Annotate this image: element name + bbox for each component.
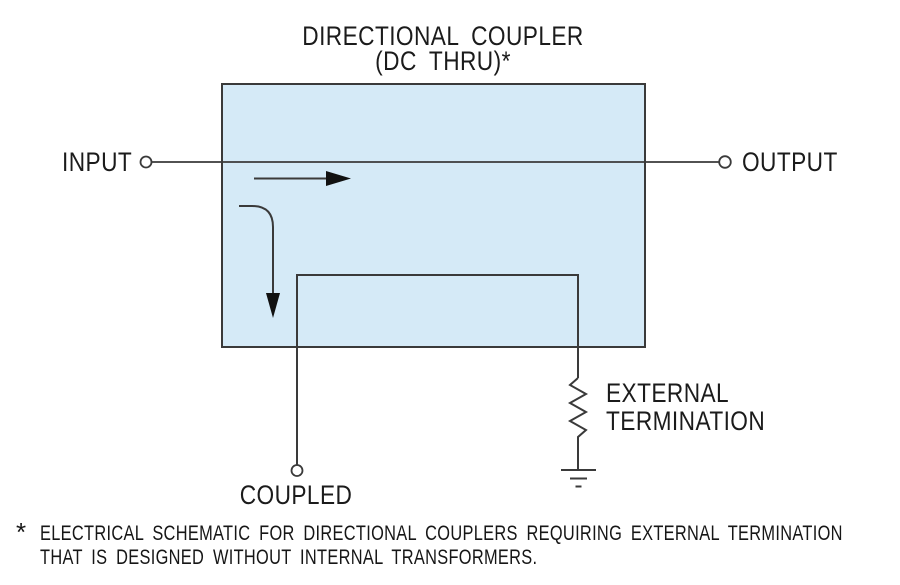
footnote-asterisk: *	[16, 517, 27, 547]
coupled-label-text: COUPLED	[239, 480, 353, 510]
diagram-title: DIRECTIONAL COUPLER (DC THRU)*	[133, 21, 753, 76]
footnote-line2: THAT IS DESIGNED WITHOUT INTERNAL TRANSF…	[40, 545, 538, 569]
external-termination-label-line1: EXTERNAL	[606, 378, 730, 408]
input-label-text: INPUT	[62, 147, 133, 177]
input-label: INPUT	[62, 149, 146, 176]
coupled-terminal-icon	[290, 464, 304, 477]
output-label-text: OUTPUT	[742, 147, 838, 177]
ground-icon	[561, 469, 596, 488]
coupled-line	[296, 274, 579, 465]
footnote-lines: ELECTRICAL SCHEMATIC FOR DIRECTIONAL COU…	[40, 522, 843, 569]
input-terminal-icon	[139, 155, 153, 169]
output-terminal-icon	[718, 155, 732, 169]
coupled-label: COUPLED	[146, 482, 446, 509]
right-arrow-icon	[254, 171, 351, 186]
footnote: * ELECTRICAL SCHEMATIC FOR DIRECTIONAL C…	[16, 517, 900, 569]
resistor-icon	[567, 377, 589, 469]
output-label: OUTPUT	[742, 149, 856, 176]
curved-down-arrow-icon	[239, 205, 280, 318]
diagram-title-line2: (DC THRU)*	[375, 46, 511, 76]
footnote-line1: ELECTRICAL SCHEMATIC FOR DIRECTIONAL COU…	[40, 522, 843, 545]
external-termination-label-line2: TERMINATION	[606, 406, 766, 436]
diagram-title-line1: DIRECTIONAL COUPLER	[302, 21, 584, 51]
external-termination-label: EXTERNAL TERMINATION	[606, 379, 765, 435]
coupler-box	[221, 83, 646, 348]
